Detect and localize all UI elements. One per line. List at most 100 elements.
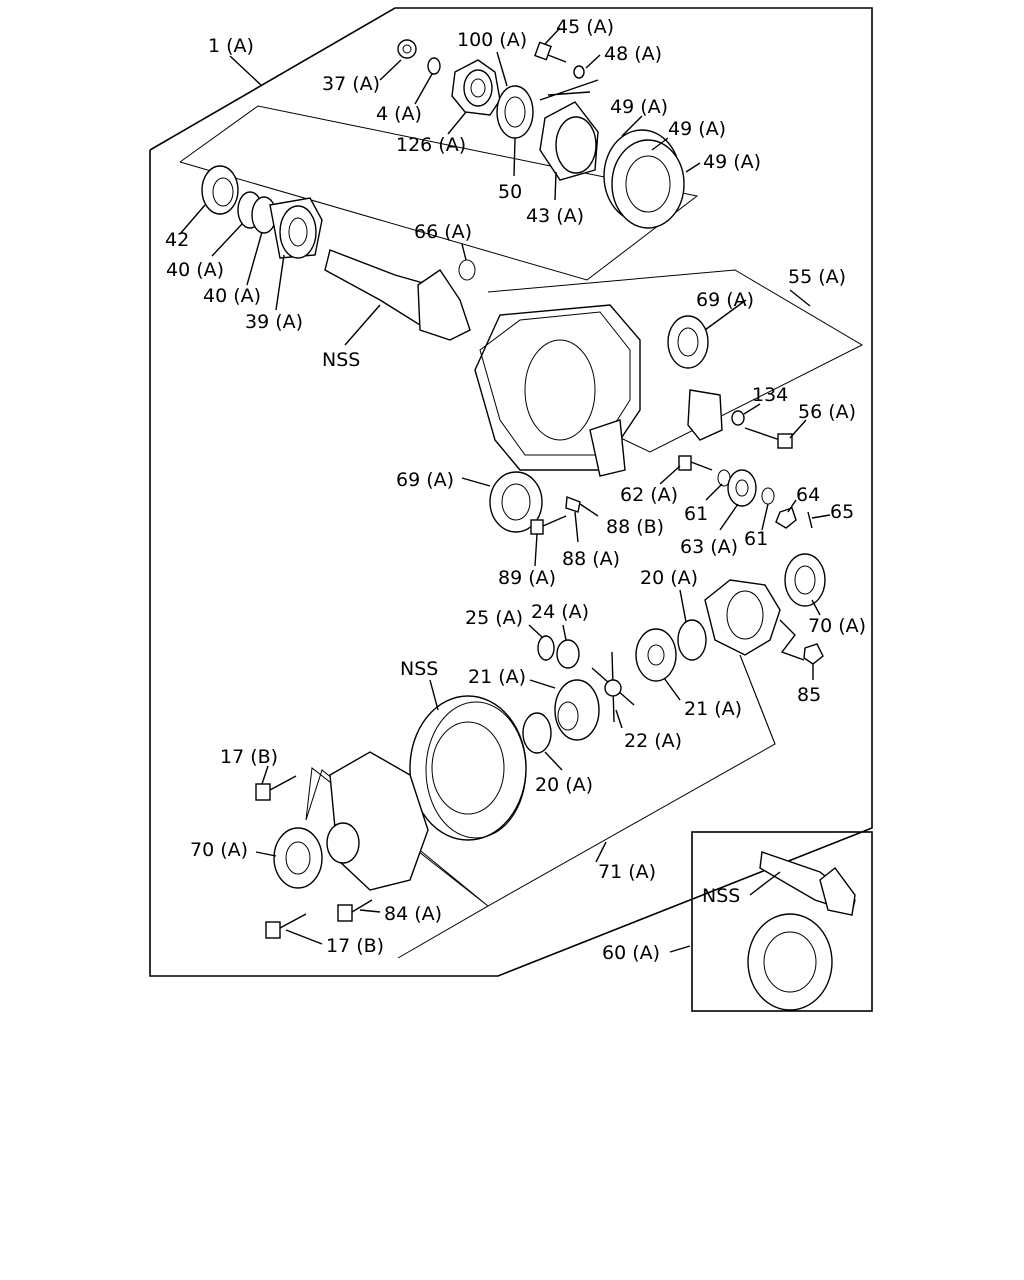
label-37: 37 (A) <box>322 73 380 95</box>
shim-49-icon <box>603 129 685 229</box>
differential-case-right-icon <box>704 579 781 656</box>
washer-48-icon <box>573 65 585 79</box>
pinion-gear-24-icon <box>556 639 580 669</box>
bearing-100-icon <box>496 85 534 139</box>
label-70-left: 70 (A) <box>190 839 248 861</box>
label-1: 1 (A) <box>208 35 254 57</box>
label-89: 89 (A) <box>498 567 556 589</box>
adjust-nut-69-icon <box>489 471 543 533</box>
label-84: 84 (A) <box>384 903 442 925</box>
label-50: 50 <box>498 181 522 203</box>
label-63: 63 (A) <box>680 536 738 558</box>
bolt-89-icon <box>530 515 567 535</box>
label-20-top: 20 (A) <box>640 567 698 589</box>
label-65: 65 <box>830 501 854 523</box>
flange-126-icon <box>451 59 501 116</box>
label-66: 66 (A) <box>414 221 472 243</box>
oil-seal-42-icon <box>201 165 239 215</box>
washer-134-icon <box>731 410 745 426</box>
label-88-b: 88 (B) <box>606 516 664 538</box>
bolt-62-icon <box>678 455 713 471</box>
label-21-right: 21 (A) <box>684 698 742 720</box>
label-56: 56 (A) <box>798 401 856 423</box>
nut-64-icon <box>775 507 797 529</box>
bearing-63-icon <box>727 469 757 507</box>
label-49-b: 49 (A) <box>668 118 726 140</box>
drive-pinion-icon <box>324 249 471 341</box>
label-85: 85 <box>797 684 821 706</box>
label-126: 126 (A) <box>396 134 466 156</box>
label-69-top: 69 (A) <box>696 289 754 311</box>
subassembly-frame-71 <box>305 654 776 959</box>
label-70-right: 70 (A) <box>808 615 866 637</box>
snap-ring-61b-icon <box>761 487 775 505</box>
subassembly-frame-upper <box>179 105 699 281</box>
label-71: 71 (A) <box>598 861 656 883</box>
label-45: 45 (A) <box>556 16 614 38</box>
label-55: 55 (A) <box>788 266 846 288</box>
spacer-40-icon <box>237 191 277 234</box>
bolt-17-bottom-icon <box>265 913 307 939</box>
bolt-56-icon <box>744 427 793 449</box>
label-64: 64 <box>796 484 820 506</box>
inset-ring-gear-icon <box>747 913 833 1011</box>
label-nss-ring: NSS <box>400 658 438 680</box>
label-nss-inset: NSS <box>702 885 740 907</box>
leader-lines <box>179 27 831 953</box>
label-25: 25 (A) <box>465 607 523 629</box>
label-60: 60 (A) <box>602 942 660 964</box>
label-22: 22 (A) <box>624 730 682 752</box>
inset-pinion-icon <box>759 851 856 916</box>
label-61-a: 61 <box>684 503 708 525</box>
nut-85-icon <box>803 643 824 665</box>
label-nss-pinion: NSS <box>322 349 360 371</box>
side-gear-21-left-icon <box>554 679 600 741</box>
label-69: 69 (A) <box>396 469 454 491</box>
label-134: 134 <box>752 384 788 406</box>
cotter-pin-65-icon <box>807 511 813 529</box>
bolt-45-icon <box>534 41 567 63</box>
ring-gear-icon <box>409 695 527 841</box>
bearing-70-left-icon <box>273 827 323 889</box>
callout-labels: 1 (A) 37 (A) 4 (A) 126 (A) 100 (A) 45 (A… <box>165 16 866 964</box>
label-49-c: 49 (A) <box>703 151 761 173</box>
label-62: 62 (A) <box>620 484 678 506</box>
washer-4-icon <box>427 57 441 75</box>
side-gear-21-right-icon <box>635 628 677 682</box>
label-21-left: 21 (A) <box>468 666 526 688</box>
lock-plate-88-icon <box>565 496 581 513</box>
label-48: 48 (A) <box>604 43 662 65</box>
subassembly-frame-55 <box>487 269 864 453</box>
label-88-a: 88 (A) <box>562 548 620 570</box>
nut-37-icon <box>397 39 417 59</box>
thrust-washer-20-top-icon <box>677 619 707 661</box>
snap-ring-66-icon <box>458 259 476 281</box>
label-43: 43 (A) <box>526 205 584 227</box>
label-39: 39 (A) <box>245 311 303 333</box>
label-42: 42 <box>165 229 189 251</box>
bearing-39-icon <box>269 197 323 259</box>
label-40-a: 40 (A) <box>166 259 224 281</box>
label-24: 24 (A) <box>531 601 589 623</box>
spider-22-icon <box>591 651 635 723</box>
assembly-frame <box>149 7 873 977</box>
bearing-70-right-icon <box>784 553 826 607</box>
adjust-nut-69-top-icon <box>667 315 709 369</box>
inset-frame-60 <box>691 831 873 1012</box>
label-61-b: 61 <box>744 528 768 550</box>
label-100: 100 (A) <box>457 29 527 51</box>
label-17-bottom: 17 (B) <box>326 935 384 957</box>
label-17-top: 17 (B) <box>220 746 278 768</box>
label-40-b: 40 (A) <box>203 285 261 307</box>
thrust-washer-25-icon <box>537 635 555 661</box>
label-20-bottom: 20 (A) <box>535 774 593 796</box>
bolt-84-icon <box>337 899 373 922</box>
retainer-43-icon <box>539 101 599 181</box>
differential-case-left-icon <box>326 751 429 891</box>
bearing-cap-icon <box>589 389 723 477</box>
thrust-washer-20-bottom-icon <box>522 712 552 754</box>
bolt-17-top-icon <box>255 775 297 801</box>
label-49-a: 49 (A) <box>610 96 668 118</box>
label-4: 4 (A) <box>376 103 422 125</box>
